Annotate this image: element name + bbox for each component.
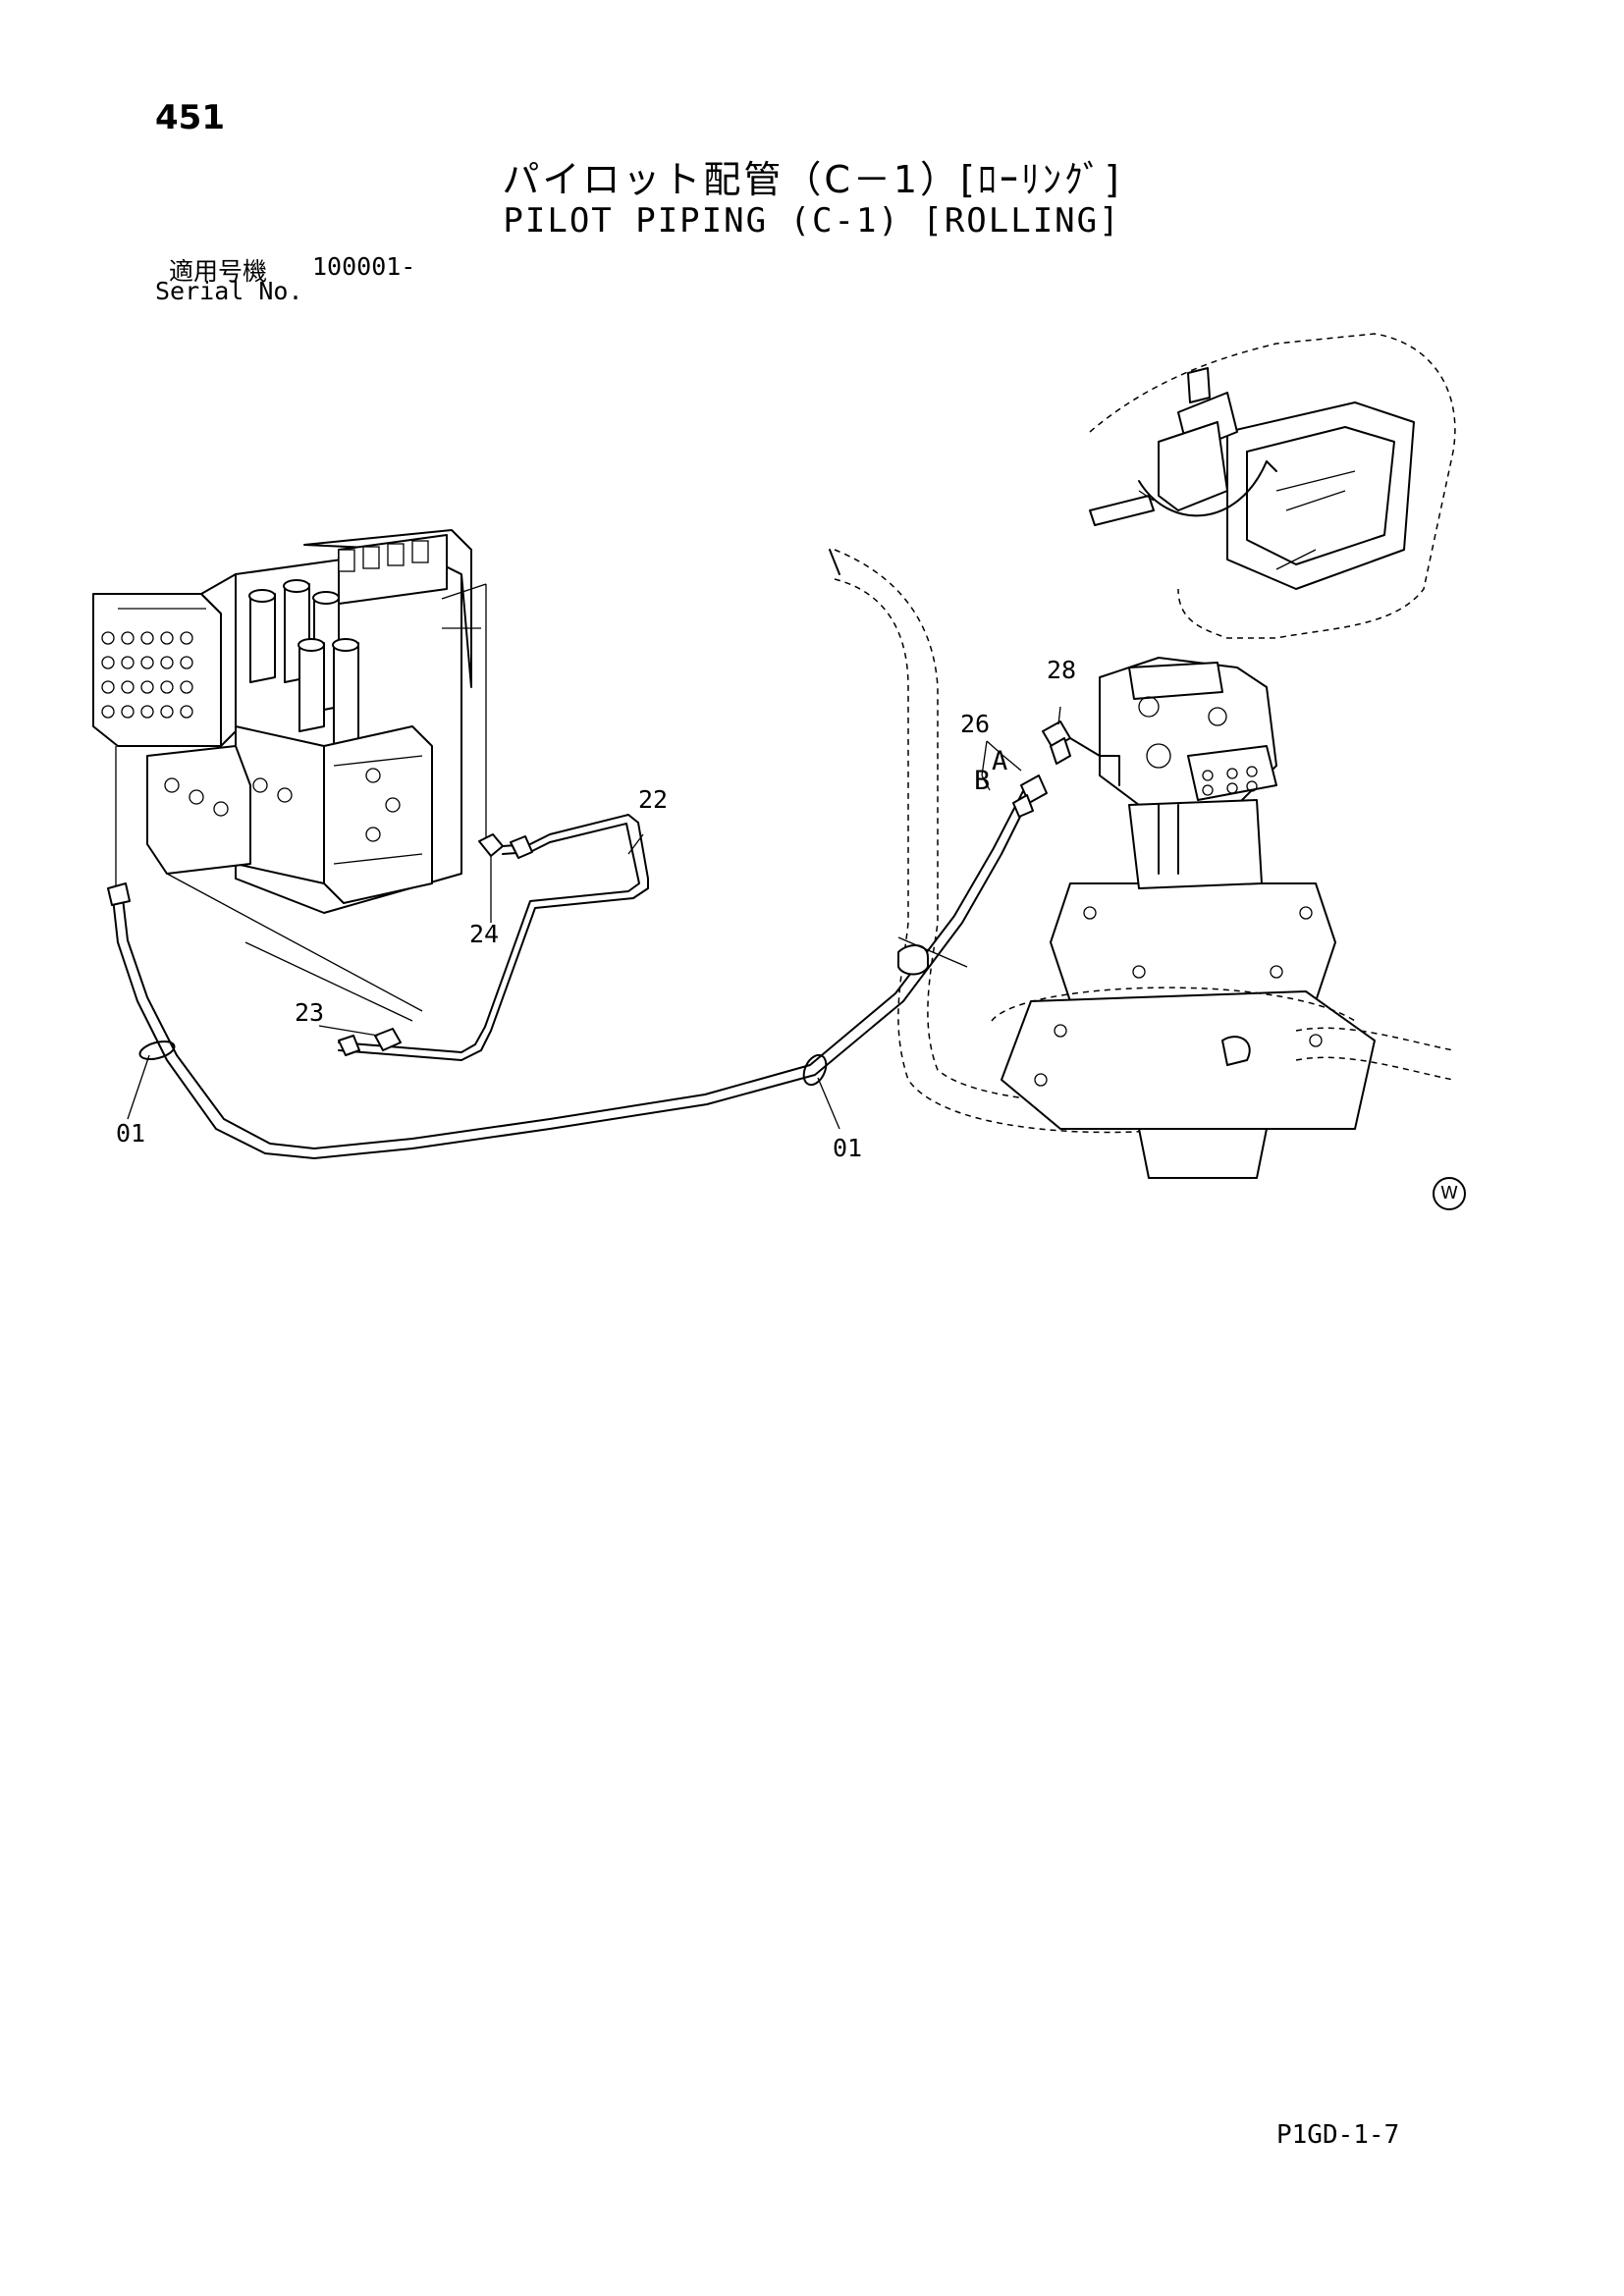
callout-26: 26 xyxy=(960,710,991,738)
page-title-english: PILOT PIPING (C-1) [ROLLING] xyxy=(503,201,1121,240)
serial-label-japanese: 適用号機 xyxy=(169,257,268,286)
cab-location-inset xyxy=(1089,333,1456,639)
fitting-24 xyxy=(478,833,504,923)
callout-23: 23 xyxy=(295,998,325,1027)
tee-fitting-28 xyxy=(981,706,1101,791)
pipe-22 xyxy=(338,814,649,1061)
callout-01-left: 01 xyxy=(116,1119,146,1148)
document-code: P1GD-1-7 xyxy=(1276,2120,1400,2150)
page-number: 451 xyxy=(155,98,225,137)
fitting-23 xyxy=(318,1025,402,1056)
serial-label-english: Serial No. xyxy=(155,277,303,305)
port-label-a: A xyxy=(992,746,1008,776)
serial-number-value: 100001- xyxy=(312,252,416,281)
swing-motor-assembly xyxy=(991,657,1454,1179)
callout-22: 22 xyxy=(638,785,669,814)
callout-24: 24 xyxy=(469,920,500,948)
clamp-01-left xyxy=(127,1040,176,1120)
w-symbol-mark: W xyxy=(1433,1177,1466,1210)
control-valve-assembly xyxy=(92,529,487,1022)
page-title-japanese: パイロット配管（C－1）[ﾛｰﾘﾝｸﾞ] xyxy=(502,158,1122,201)
port-label-b: B xyxy=(974,766,991,796)
clamp-01-right xyxy=(802,1053,840,1130)
callout-01-right: 01 xyxy=(833,1134,863,1162)
callout-28: 28 xyxy=(1047,656,1077,684)
